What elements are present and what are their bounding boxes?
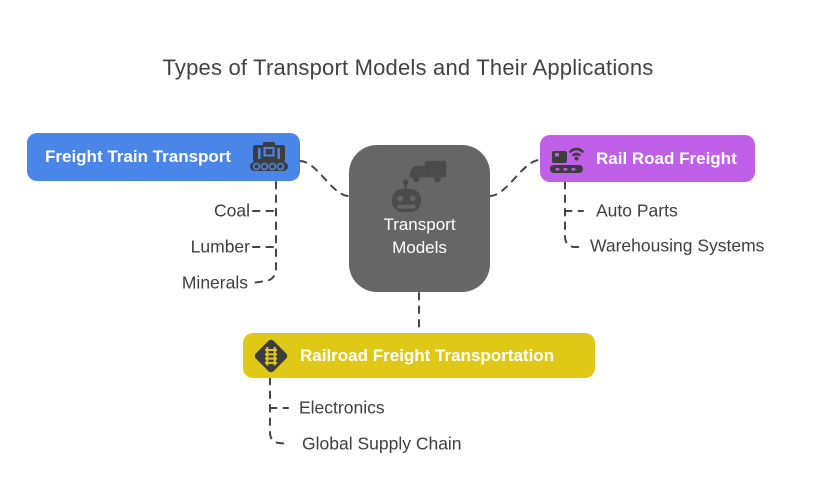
branch-label-rail-road-freight: Rail Road Freight xyxy=(596,148,737,168)
item-minerals: Minerals xyxy=(181,272,248,293)
connector-blue-items-spine xyxy=(251,181,277,284)
connector-purple-items-spine xyxy=(564,181,584,248)
freight-train-icon xyxy=(248,142,290,172)
diagram-title: Types of Transport Models and Their Appl… xyxy=(162,55,654,80)
branch-node-railroad-freight-transportation[interactable]: Railroad Freight Transportation xyxy=(243,333,595,378)
connector-center-to-purple xyxy=(489,159,541,197)
item-auto-parts: Auto Parts xyxy=(596,200,678,221)
truck-robot-icon xyxy=(389,158,451,212)
connector-blue-to-center xyxy=(299,160,350,197)
branch-node-rail-road-freight[interactable]: Rail Road Freight xyxy=(540,135,755,182)
central-node-label: Transport Models xyxy=(383,215,456,257)
smart-conveyor-icon xyxy=(550,144,588,174)
central-node-transport-models[interactable]: Transport Models xyxy=(349,145,490,292)
connector-yellow-items-spine xyxy=(269,377,291,445)
branch-node-freight-train-transport[interactable]: Freight Train Transport xyxy=(27,133,300,181)
item-warehousing-systems: Warehousing Systems xyxy=(590,235,765,256)
branch-label-freight-train-transport: Freight Train Transport xyxy=(45,147,232,166)
item-global-supply-chain: Global Supply Chain xyxy=(302,433,462,454)
railroad-crossing-icon xyxy=(251,336,291,376)
item-coal: Coal xyxy=(214,200,250,221)
item-electronics: Electronics xyxy=(299,397,385,418)
item-lumber: Lumber xyxy=(190,236,250,257)
branch-label-railroad-freight-transportation: Railroad Freight Transportation xyxy=(300,345,555,365)
